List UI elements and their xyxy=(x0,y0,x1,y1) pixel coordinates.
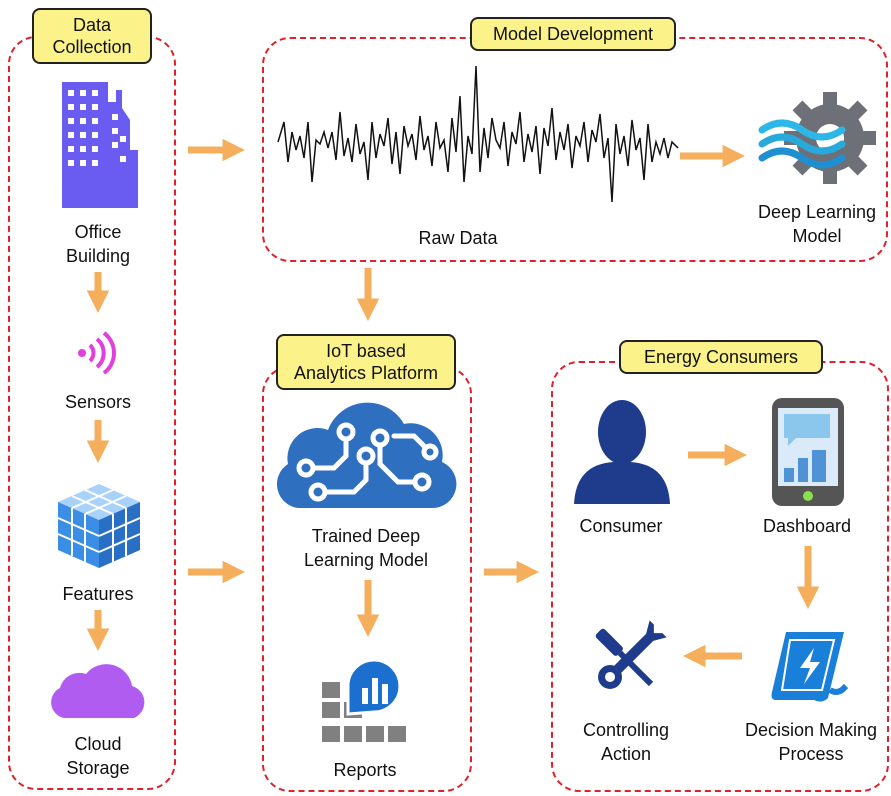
consumer-label: Consumer xyxy=(566,514,676,538)
gear-wave-icon xyxy=(758,92,876,184)
decision-process-label: Decision Making Process xyxy=(736,718,886,766)
waveform-icon xyxy=(277,65,679,203)
cloud-icon xyxy=(51,664,145,718)
features-label: Features xyxy=(48,582,148,606)
office-building-line2: Building xyxy=(65,246,131,266)
user-icon xyxy=(574,400,670,504)
deep-learning-model-label: Deep Learning Model xyxy=(742,200,891,248)
scroll-lightning-icon xyxy=(771,632,849,702)
controlling-action-line2: Action xyxy=(600,744,652,764)
wrench-screwdriver-icon xyxy=(595,620,667,689)
deep-learning-model-line1: Deep Learning xyxy=(757,202,877,222)
energy-consumers-title: Energy Consumers xyxy=(643,347,799,367)
wireless-sensor-icon xyxy=(78,331,116,375)
deep-learning-model-line2: Model xyxy=(792,226,842,246)
model-development-title: Model Development xyxy=(492,24,654,44)
iot-platform-line2: Analytics Platform xyxy=(293,363,439,383)
smartphone-dashboard-icon xyxy=(772,398,844,506)
sensors-label: Sensors xyxy=(48,390,148,414)
trained-model-line1: Trained Deep xyxy=(311,526,421,546)
reports-label: Reports xyxy=(310,758,420,782)
energy-consumers-tag: Energy Consumers xyxy=(619,340,823,374)
cloud-storage-label: Cloud Storage xyxy=(48,732,148,780)
raw-data-text: Raw Data xyxy=(418,228,498,248)
dashboard-text: Dashboard xyxy=(762,516,852,536)
cloud-storage-line2: Storage xyxy=(66,758,130,778)
brain-circuit-cloud-icon xyxy=(276,402,457,509)
trained-model-label: Trained Deep Learning Model xyxy=(276,524,456,572)
data-collection-tag: Data Collection xyxy=(32,8,152,64)
report-chart-icon xyxy=(322,658,406,742)
controlling-action-line1: Controlling xyxy=(582,720,670,740)
sensors-text: Sensors xyxy=(64,392,132,412)
data-collection-line2: Collection xyxy=(52,37,132,57)
decision-process-line2: Process xyxy=(778,744,844,764)
iot-platform-tag: IoT based Analytics Platform xyxy=(276,334,456,390)
iot-platform-line1: IoT based xyxy=(326,341,406,361)
trained-model-line2: Learning Model xyxy=(303,550,429,570)
reports-text: Reports xyxy=(333,760,397,780)
features-text: Features xyxy=(62,584,134,604)
raw-data-label: Raw Data xyxy=(398,226,518,250)
dashboard-label: Dashboard xyxy=(752,514,862,538)
cube-grid-icon xyxy=(57,484,141,568)
model-development-tag: Model Development xyxy=(470,17,676,51)
data-collection-line1: Data xyxy=(72,15,112,35)
office-building-label: Office Building xyxy=(48,220,148,268)
office-building-icon xyxy=(62,82,138,208)
office-building-line1: Office xyxy=(74,222,122,242)
controlling-action-label: Controlling Action xyxy=(568,718,684,766)
decision-process-line1: Decision Making xyxy=(744,720,878,740)
consumer-text: Consumer xyxy=(579,516,663,536)
cloud-storage-line1: Cloud xyxy=(74,734,122,754)
